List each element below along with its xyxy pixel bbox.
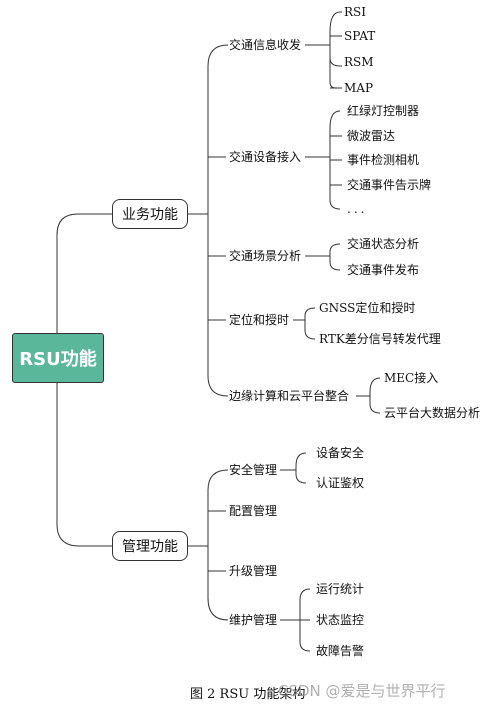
leaf-traffic-light-controller: 红绿灯控制器 — [347, 104, 420, 118]
leaf-device-security: 设备安全 — [316, 446, 365, 460]
figure-caption: 图 2 RSU 功能架构 — [190, 687, 306, 702]
connector-maintenance — [280, 588, 311, 652]
leaf-microwave-radar: 微波雷达 — [347, 129, 396, 143]
leaf-cloud-bigdata: 云平台大数据分析 — [384, 406, 481, 420]
leaf-event-camera: 事件检测相机 — [347, 153, 420, 167]
leaf-rsi: RSI — [344, 5, 366, 19]
leaf-mec: MEC接入 — [384, 371, 439, 385]
connector-traffic-info — [305, 11, 342, 89]
branch-business: 业务功能 — [112, 199, 188, 229]
node-positioning: 定位和授时 — [229, 313, 290, 327]
connector-devices — [305, 110, 342, 210]
node-scene-analysis: 交通场景分析 — [229, 249, 302, 263]
connector-mgmt-spine — [188, 469, 229, 621]
leaf-traffic-state-analysis: 交通状态分析 — [347, 237, 420, 251]
branch-management: 管理功能 — [112, 531, 188, 561]
leaf-status-monitor: 状态监控 — [316, 613, 365, 627]
node-maintenance-mgmt: 维护管理 — [229, 613, 278, 627]
connector-edge — [356, 377, 381, 414]
node-config-mgmt: 配置管理 — [229, 504, 278, 518]
node-security-mgmt: 安全管理 — [229, 463, 278, 477]
leaf-traffic-event-publish: 交通事件发布 — [347, 263, 420, 277]
node-device-access: 交通设备接入 — [229, 150, 302, 164]
leaf-rtk: RTK差分信号转发代理 — [319, 332, 441, 346]
connector-scene — [305, 243, 341, 271]
leaf-ellipsis: ... — [347, 202, 368, 216]
leaf-fault-alarm: 故障告警 — [316, 644, 365, 658]
root-node: RSU功能 — [12, 333, 104, 383]
leaf-rsm: RSM — [344, 55, 374, 69]
watermark: CSDN @爱是与世界平行 — [278, 682, 446, 700]
leaf-event-sign: 交通事件告示牌 — [347, 178, 432, 192]
leaf-map: MAP — [344, 81, 374, 95]
leaf-spat: SPAT — [344, 29, 376, 43]
leaf-auth: 认证鉴权 — [316, 476, 365, 490]
connector-positioning — [293, 307, 316, 340]
connector-security — [280, 452, 307, 484]
leaf-runtime-stats: 运行统计 — [316, 582, 365, 596]
leaf-gnss: GNSS定位和授时 — [319, 301, 416, 315]
connector-business-spine — [188, 44, 229, 397]
node-edge-cloud: 边缘计算和云平台整合 — [229, 389, 350, 403]
node-traffic-info: 交通信息收发 — [229, 38, 302, 52]
node-upgrade-mgmt: 升级管理 — [229, 564, 278, 578]
